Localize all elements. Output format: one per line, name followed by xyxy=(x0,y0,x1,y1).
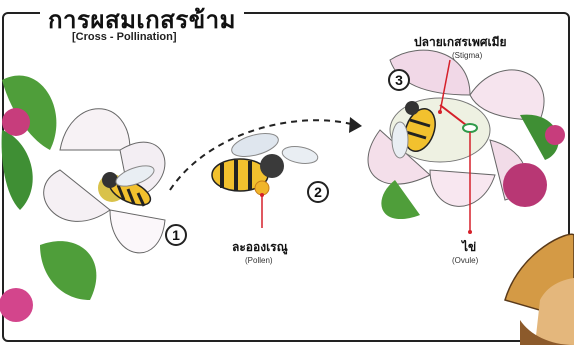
bee-head xyxy=(102,172,118,188)
leaf xyxy=(40,241,96,300)
step-1-badge: 1 xyxy=(165,224,187,246)
pollen-sack xyxy=(255,181,269,195)
petal xyxy=(110,210,165,253)
stigma-label: ปลายเกสรเพศเมีย xyxy=(414,33,507,52)
step-2-badge: 2 xyxy=(307,181,329,203)
bee-head xyxy=(260,154,284,178)
explorer-character xyxy=(505,234,574,345)
flower-bud xyxy=(545,125,565,145)
flower-bud xyxy=(2,108,30,136)
step-3-badge: 3 xyxy=(388,69,410,91)
bee-wing xyxy=(392,122,408,158)
arrow-head xyxy=(349,117,362,133)
ovule-pointer-dot xyxy=(468,230,472,234)
ovule-marker xyxy=(463,124,477,132)
pollen-pointer-dot xyxy=(260,193,264,197)
page-subtitle: [Cross - Pollination] xyxy=(72,31,177,43)
bee-wing xyxy=(281,144,319,166)
petal xyxy=(60,109,130,150)
bee-head xyxy=(405,101,419,115)
ovule-label-en: (Ovule) xyxy=(452,256,478,265)
pollen-label: ละอองเรณู xyxy=(232,238,288,257)
stigma-label-en: (Stigma) xyxy=(452,51,482,60)
petal xyxy=(430,170,495,206)
flower-bud xyxy=(0,288,33,322)
stigma-pointer-dot xyxy=(438,110,442,114)
petal xyxy=(44,170,110,221)
leaf xyxy=(381,180,420,219)
flower-bud xyxy=(503,163,547,207)
ovule-label: ไข่ xyxy=(462,238,476,257)
leaf xyxy=(2,130,33,210)
left-flower-group xyxy=(0,75,165,322)
flying-bee-group xyxy=(212,129,319,228)
pollen-label-en: (Pollen) xyxy=(245,256,273,265)
